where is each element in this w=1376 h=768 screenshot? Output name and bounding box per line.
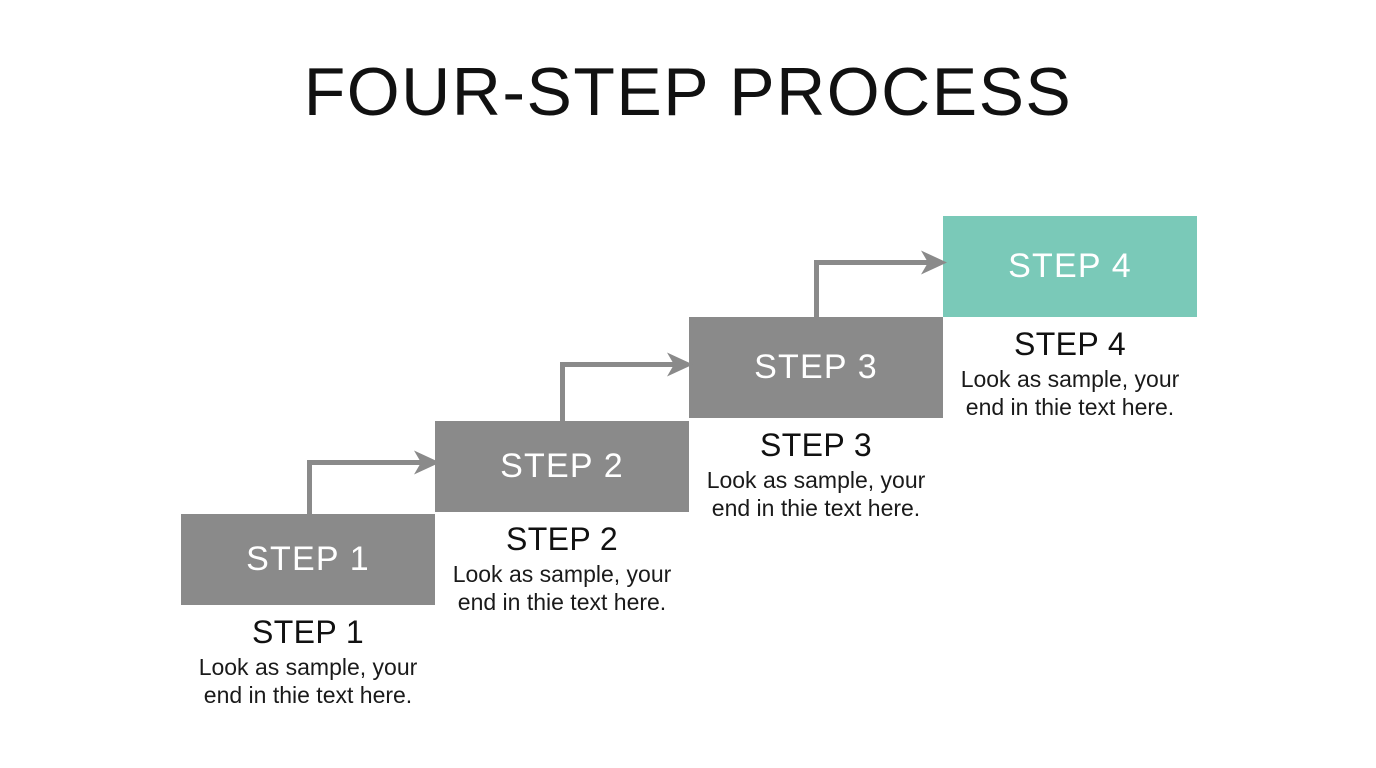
connector-arrow-step2-to-step3 — [560, 352, 693, 422]
step-caption-title-2: STEP 2 — [505, 521, 619, 557]
step-caption-desc-1: Look as sample, your end in thie text he… — [198, 654, 418, 708]
connector-arrow-step3-to-step4 — [814, 250, 947, 318]
step-caption-3: STEP 3 Look as sample, your end in thie … — [685, 427, 947, 522]
step-group-3: STEP 3 STEP 3 Look as sample, your end i… — [689, 317, 943, 521]
step-group-2: STEP 2 STEP 2 Look as sample, your end i… — [435, 421, 689, 615]
step-box-label-1: STEP 1 — [246, 540, 370, 578]
step-group-4: STEP 4 STEP 4 Look as sample, your end i… — [943, 216, 1197, 420]
step-caption-desc-4: Look as sample, your end in thie text he… — [960, 366, 1180, 420]
step-caption-2: STEP 2 Look as sample, your end in thie … — [431, 521, 693, 616]
step-caption-title-4: STEP 4 — [1013, 326, 1127, 362]
step-caption-1: STEP 1 Look as sample, your end in thie … — [177, 614, 439, 709]
step-box-1[interactable]: STEP 1 — [181, 514, 435, 605]
step-caption-desc-3: Look as sample, your end in thie text he… — [706, 467, 926, 521]
step-caption-desc-2: Look as sample, your end in thie text he… — [452, 561, 672, 615]
step-box-label-2: STEP 2 — [500, 447, 624, 485]
step-box-label-3: STEP 3 — [754, 348, 878, 386]
step-caption-title-1: STEP 1 — [251, 614, 365, 650]
step-box-4[interactable]: STEP 4 — [943, 216, 1197, 317]
step-group-1: STEP 1 STEP 1 Look as sample, your end i… — [181, 514, 435, 708]
page-title: FOUR-STEP PROCESS — [303, 54, 1073, 130]
step-box-2[interactable]: STEP 2 — [435, 421, 689, 512]
step-box-label-4: STEP 4 — [1008, 247, 1132, 285]
step-caption-4: STEP 4 Look as sample, your end in thie … — [939, 326, 1201, 421]
step-box-3[interactable]: STEP 3 — [689, 317, 943, 418]
step-caption-title-3: STEP 3 — [759, 427, 873, 463]
connector-arrow-step1-to-step2 — [307, 450, 440, 520]
